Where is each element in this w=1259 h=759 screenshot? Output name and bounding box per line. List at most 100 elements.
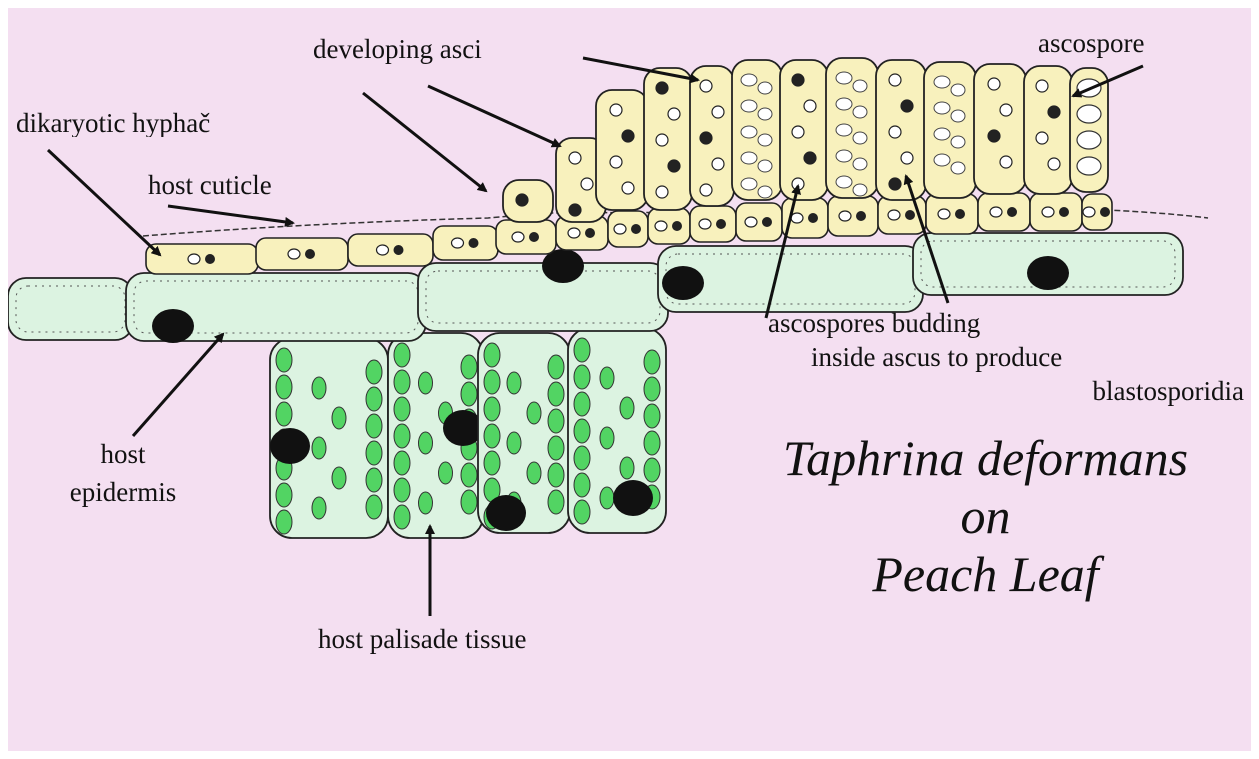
chloroplast xyxy=(394,343,410,367)
nucleus-pair xyxy=(699,219,711,229)
chloroplast xyxy=(366,360,382,384)
nucleus-pair xyxy=(1083,207,1095,217)
label-host-cuticle: host cuticle xyxy=(148,172,272,199)
arrow-host-cuticle xyxy=(168,206,293,223)
chloroplast xyxy=(484,343,500,367)
nucleus-pair xyxy=(856,211,866,221)
chloroplast xyxy=(620,397,634,419)
chloroplast xyxy=(312,497,326,519)
budding-ascospore xyxy=(758,108,772,120)
ascus-nucleus xyxy=(792,126,804,138)
nucleus xyxy=(613,480,653,516)
ascus-nucleus xyxy=(1000,104,1012,116)
ascus-nucleus xyxy=(668,108,680,120)
budding-ascospore xyxy=(741,74,757,86)
ascus-nucleus xyxy=(889,178,901,190)
title-line-2: on xyxy=(723,491,1248,549)
budding-ascospore xyxy=(836,98,852,110)
ascospore xyxy=(1077,105,1101,123)
chloroplast xyxy=(366,441,382,465)
hyphal-cell xyxy=(648,208,690,244)
nucleus-pair xyxy=(205,254,215,264)
chloroplast xyxy=(644,377,660,401)
nucleus-pair xyxy=(305,249,315,259)
chloroplast xyxy=(394,505,410,529)
label-ascospores-budding-line3: blastosporidia xyxy=(758,378,1248,405)
ascus-nucleus xyxy=(712,158,724,170)
budding-ascospore xyxy=(758,134,772,146)
label-developing-asci: developing asci xyxy=(313,36,482,63)
chloroplast xyxy=(574,392,590,416)
chloroplast xyxy=(484,370,500,394)
nucleus-pair xyxy=(791,213,803,223)
budding-ascospore xyxy=(741,126,757,138)
budding-ascospore xyxy=(853,158,867,170)
chloroplast xyxy=(484,451,500,475)
label-ascospore: ascospore xyxy=(1038,30,1144,57)
diagram-canvas: developing asci ascospore dikaryotic hyp… xyxy=(8,8,1251,751)
ascus-nucleus xyxy=(1036,132,1048,144)
hyphal-cell xyxy=(926,194,978,234)
chloroplast xyxy=(419,432,433,454)
budding-ascospore xyxy=(741,100,757,112)
budding-ascospore xyxy=(951,162,965,174)
chloroplast xyxy=(461,355,477,379)
chloroplast xyxy=(366,387,382,411)
ascus-nucleus xyxy=(610,104,622,116)
chloroplast xyxy=(600,487,614,509)
hyphal-cell xyxy=(348,234,433,266)
label-ascospores-budding-line2: inside ascus to produce xyxy=(758,344,1248,378)
chloroplast xyxy=(439,462,453,484)
nucleus-pair xyxy=(745,217,757,227)
budding-ascospore xyxy=(758,82,772,94)
ascospore xyxy=(1077,157,1101,175)
nucleus xyxy=(486,495,526,531)
chloroplast xyxy=(548,436,564,460)
epidermis-cell xyxy=(8,278,133,340)
nucleus-pair xyxy=(614,224,626,234)
chloroplast xyxy=(644,458,660,482)
nucleus-pair xyxy=(716,219,726,229)
ascus-nucleus xyxy=(792,74,804,86)
ascus-nucleus xyxy=(712,106,724,118)
budding-ascospore xyxy=(934,102,950,114)
budding-ascospore xyxy=(951,84,965,96)
ascus-nucleus xyxy=(1036,80,1048,92)
chloroplast xyxy=(507,372,521,394)
chloroplast xyxy=(620,457,634,479)
ascus-nucleus xyxy=(581,178,593,190)
chloroplast xyxy=(644,431,660,455)
chloroplast xyxy=(527,402,541,424)
nucleus-pair xyxy=(990,207,1002,217)
chloroplast xyxy=(484,424,500,448)
nucleus-pair xyxy=(512,232,524,242)
nucleus xyxy=(662,266,704,300)
nucleus-pair xyxy=(1007,207,1017,217)
budding-ascospore xyxy=(758,186,772,198)
nucleus-pair xyxy=(288,249,300,259)
nucleus xyxy=(152,309,194,343)
hyphal-cell xyxy=(690,206,736,242)
chloroplast xyxy=(419,492,433,514)
label-host-epidermis-line2: epidermis xyxy=(48,479,198,506)
chloroplast xyxy=(548,409,564,433)
chloroplast xyxy=(366,468,382,492)
host-palisade-tissue xyxy=(270,328,666,538)
ascus-nucleus xyxy=(889,126,901,138)
ascus-nucleus xyxy=(804,152,816,164)
nucleus-pair xyxy=(888,210,900,220)
budding-ascospore xyxy=(934,154,950,166)
chloroplast xyxy=(366,414,382,438)
chloroplast xyxy=(600,427,614,449)
ascus-nucleus xyxy=(889,74,901,86)
nucleus xyxy=(1027,256,1069,290)
arrow-developing-asci-2 xyxy=(428,86,560,146)
budding-ascospore xyxy=(741,152,757,164)
chloroplast xyxy=(332,467,346,489)
budding-ascospore xyxy=(934,128,950,140)
budding-ascospore xyxy=(853,80,867,92)
budding-ascospore xyxy=(853,184,867,196)
budding-ascospore xyxy=(853,106,867,118)
nucleus-pair xyxy=(1059,207,1069,217)
chloroplast xyxy=(461,382,477,406)
